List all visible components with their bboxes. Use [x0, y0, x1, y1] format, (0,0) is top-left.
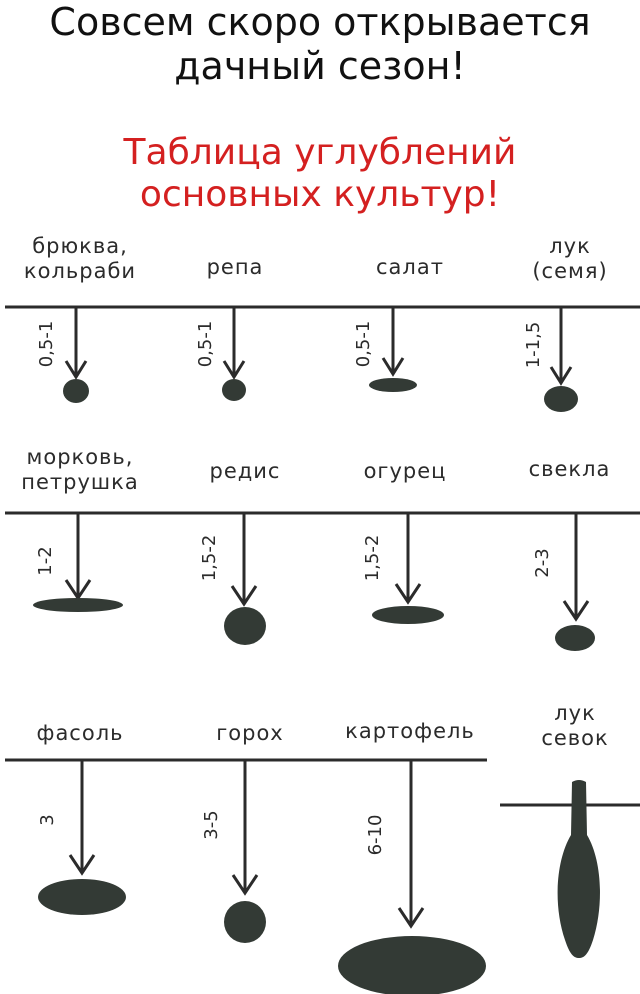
arrow-potato: [397, 760, 425, 929]
arrow-onion-seed: [549, 307, 573, 386]
seed-onion: [544, 386, 578, 412]
depth-label-potato: 6-10: [365, 815, 386, 856]
crop-label-potato: картофель: [345, 719, 475, 743]
crop-label-carrot-parsley: морковь, петрушка: [21, 445, 139, 494]
headline-line-1: Совсем скоро открывается: [49, 0, 591, 44]
table-title: Таблица углублений основных культур!: [40, 132, 600, 216]
arrow-peas: [231, 760, 259, 896]
arrow-lettuce: [381, 307, 405, 377]
seed-beans: [38, 879, 126, 915]
depth-label-cucumber: 1,5-2: [362, 535, 383, 582]
seed-potato: [338, 936, 486, 994]
seed-onion-set: [557, 780, 600, 958]
table-title-line-1: Таблица углублений: [123, 132, 517, 173]
depth-label-beet: 2-3: [532, 548, 553, 577]
depth-label-peas: 3-5: [201, 810, 222, 839]
seed-rutabaga: [63, 379, 89, 403]
depth-label-carrot: 1-2: [35, 546, 56, 575]
arrow-beet: [562, 513, 590, 622]
crop-label-peas: горох: [216, 721, 284, 745]
crop-label-cucumber: огурец: [363, 459, 447, 483]
crop-label-radish: редис: [209, 459, 281, 483]
depth-label-turnip: 0,5-1: [195, 321, 216, 368]
arrow-rutabaga: [64, 307, 88, 380]
crop-label-onion-sets: лук севок: [541, 701, 609, 750]
arrow-cucumber: [394, 513, 422, 605]
seed-peas: [224, 901, 266, 943]
table-title-line-2: основных культур!: [139, 174, 501, 215]
depth-label-onion-seed: 1-1,5: [523, 322, 544, 369]
seed-cucumber: [372, 606, 444, 624]
crop-label-onion-seed: лук (семя): [532, 234, 608, 283]
arrow-carrot: [64, 513, 92, 601]
depth-label-radish: 1,5-2: [199, 535, 220, 582]
headline-line-2: дачный сезон!: [174, 44, 466, 88]
seed-beet: [555, 625, 595, 651]
depth-label-rutabaga: 0,5-1: [36, 321, 57, 368]
headline: Совсем скоро открывается дачный сезон!: [0, 0, 640, 88]
depth-label-beans: 3: [37, 814, 58, 825]
arrow-turnip: [222, 307, 246, 380]
arrow-beans: [68, 760, 96, 876]
seed-lettuce: [369, 378, 417, 392]
seed-carrot: [33, 598, 123, 612]
crop-label-beet: свекла: [528, 457, 611, 481]
depth-label-lettuce: 0,5-1: [353, 321, 374, 368]
crop-label-beans: фасоль: [36, 721, 124, 745]
seed-turnip: [222, 379, 246, 401]
crop-label-lettuce: салат: [376, 255, 444, 279]
arrow-radish: [230, 513, 258, 607]
crop-label-rutabaga-kohlrabi: брюква, кольраби: [23, 234, 137, 283]
seed-radish: [224, 607, 266, 645]
crop-label-turnip: репа: [206, 255, 264, 279]
